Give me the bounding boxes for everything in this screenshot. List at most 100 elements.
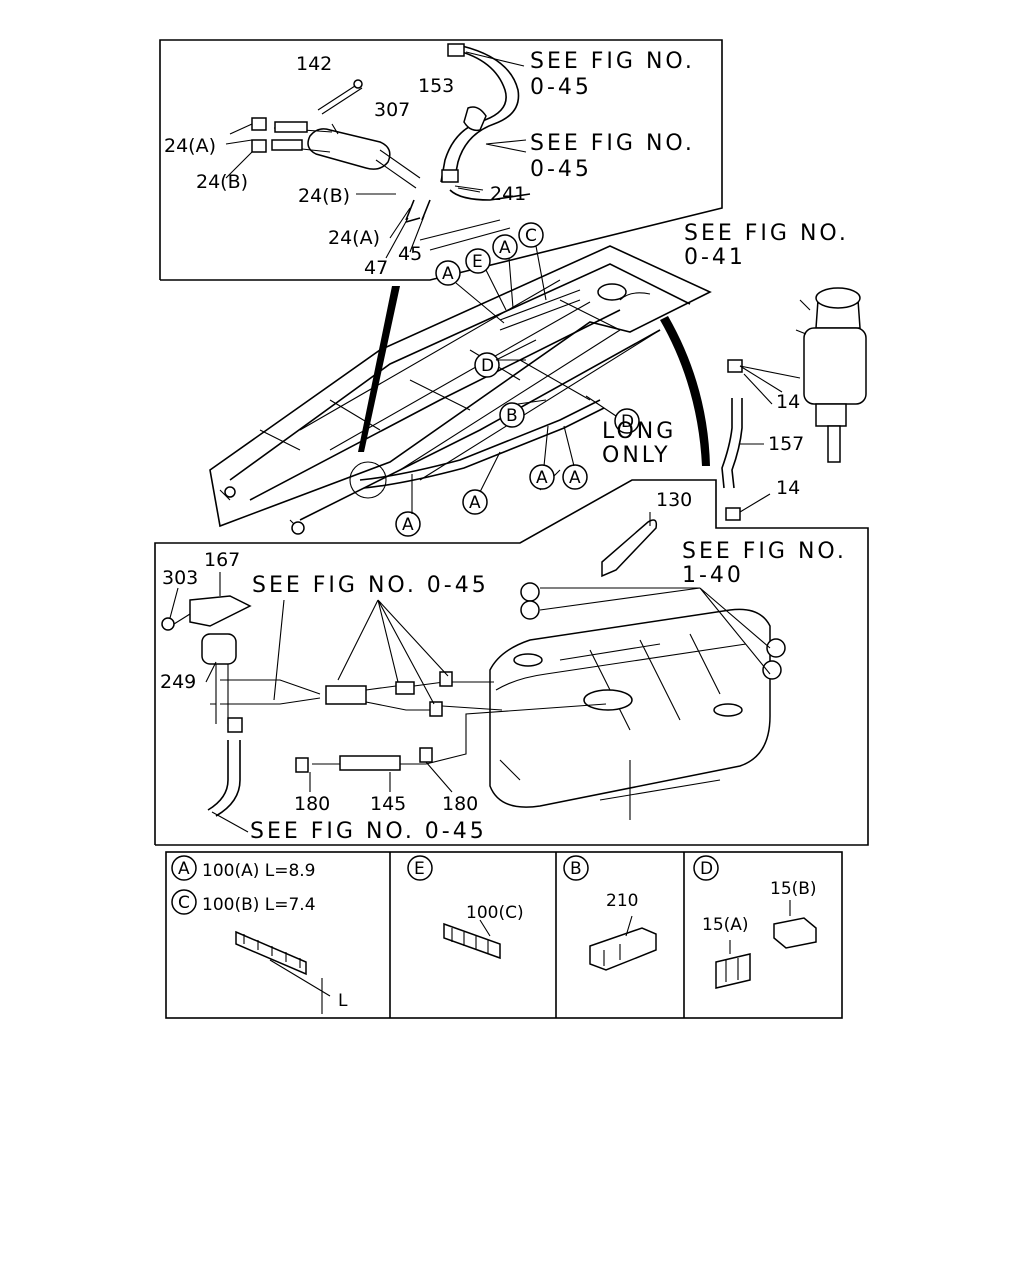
svg-text:1-40: 1-40 <box>682 563 744 588</box>
svg-text:100(C): 100(C) <box>466 903 524 923</box>
svg-text:145: 145 <box>370 793 406 815</box>
svg-text:SEE FIG NO.: SEE FIG NO. <box>530 131 695 156</box>
svg-text:249: 249 <box>160 671 196 693</box>
svg-text:0-45: 0-45 <box>530 75 592 100</box>
pointer-left <box>358 286 400 452</box>
bracket-130 <box>601 519 658 578</box>
svg-text:180: 180 <box>294 793 330 815</box>
svg-text:SEE FIG NO. 0-45: SEE FIG NO. 0-45 <box>250 819 487 844</box>
clip-210 <box>589 927 657 971</box>
svg-text:130: 130 <box>656 489 692 511</box>
pointer-right <box>660 316 710 466</box>
svg-text:47: 47 <box>364 257 388 279</box>
svg-text:210: 210 <box>606 891 638 911</box>
svg-text:24(A): 24(A) <box>328 227 380 249</box>
circle-letter-e: E <box>465 248 491 274</box>
svg-text:14: 14 <box>776 391 800 413</box>
circle-letter-d-1: D <box>474 352 500 378</box>
svg-text:153: 153 <box>418 75 454 97</box>
svg-text:142: 142 <box>296 53 332 75</box>
canister-249 <box>201 633 243 733</box>
svg-text:A: A <box>569 468 581 488</box>
clip-15b <box>773 917 817 949</box>
hose-157 <box>721 359 801 521</box>
fuel-filter-assembly <box>795 287 867 463</box>
svg-text:24(B): 24(B) <box>298 185 350 207</box>
svg-text:A: A <box>178 859 190 879</box>
legend-cell-e: E 100(C) <box>407 855 524 960</box>
svg-text:307: 307 <box>374 99 410 121</box>
chassis-frame <box>209 245 712 535</box>
hose-153 <box>440 43 520 183</box>
svg-text:24(A): 24(A) <box>164 135 216 157</box>
circle-letter-a-5: A <box>462 489 488 515</box>
see-fig-top-1: SEE FIG NO. 0-45 <box>530 49 695 100</box>
svg-text:0-45: 0-45 <box>530 157 592 182</box>
circle-letter-b: B <box>499 402 525 428</box>
circle-letter-a-3: A <box>529 464 555 490</box>
tank-callouts: 303 167 249 180 145 180 <box>160 549 478 815</box>
svg-text:L: L <box>338 991 348 1011</box>
see-fig-top-2: SEE FIG NO. 0-45 <box>530 131 695 182</box>
legend-table: A 100(A) L=8.9 C 100(B) L=7.4 L E 100(C)… <box>165 851 843 1019</box>
svg-text:45: 45 <box>398 243 422 265</box>
svg-text:E: E <box>472 252 483 272</box>
clamp-24a-top <box>229 117 267 135</box>
top-inset-box: SEE FIG NO. 0-45 SEE FIG NO. 0-45 142 30… <box>159 39 723 281</box>
legend-cell-b: B 210 <box>563 855 657 971</box>
svg-text:A: A <box>469 493 481 513</box>
svg-text:B: B <box>506 406 518 426</box>
svg-text:SEE FIG NO. 0-45: SEE FIG NO. 0-45 <box>252 573 489 598</box>
svg-text:LONG: LONG <box>602 419 676 444</box>
svg-text:A: A <box>499 238 511 258</box>
svg-text:SEE FIG NO.: SEE FIG NO. <box>684 221 849 246</box>
svg-text:C: C <box>178 893 190 913</box>
svg-text:157: 157 <box>768 433 804 455</box>
svg-text:241: 241 <box>490 183 526 205</box>
pipes-45-47 <box>405 189 531 251</box>
bracket-167 <box>161 595 252 631</box>
svg-text:303: 303 <box>162 567 198 589</box>
svg-text:A: A <box>442 264 454 284</box>
canister-307 <box>271 121 421 189</box>
tank-inset-box: SEE FIG NO. 0-45 SEE FIG NO. 1-40 SEE FI… <box>154 479 869 846</box>
circle-letter-d-2: D <box>614 408 640 434</box>
grommets <box>520 582 786 680</box>
see-fig-mid-left: SEE FIG NO. 0-45 <box>252 573 489 598</box>
svg-text:180: 180 <box>442 793 478 815</box>
svg-text:14: 14 <box>776 477 800 499</box>
circle-letter-a-6: A <box>395 511 421 537</box>
svg-text:SEE FIG NO.: SEE FIG NO. <box>530 49 695 74</box>
svg-text:15(A): 15(A) <box>702 915 749 935</box>
see-fig-tank-right: SEE FIG NO. 1-40 <box>682 539 847 588</box>
svg-text:C: C <box>525 226 537 246</box>
clip-100 <box>235 930 307 976</box>
svg-text:E: E <box>414 859 425 879</box>
top-callouts: 142 307 153 24(A) 24(B) 24(B) 241 24(A) … <box>164 53 526 279</box>
svg-text:D: D <box>700 859 713 879</box>
svg-text:0-41: 0-41 <box>684 245 746 270</box>
svg-text:167: 167 <box>204 549 240 571</box>
svg-text:24(B): 24(B) <box>196 171 248 193</box>
fuel-tank <box>489 608 771 820</box>
pipe-joint-assembly <box>220 671 503 717</box>
svg-text:15(B): 15(B) <box>770 879 817 899</box>
legend-cell-d: D 15(B) 15(A) <box>693 855 817 989</box>
svg-text:A: A <box>536 468 548 488</box>
svg-text:A: A <box>402 515 414 535</box>
circle-letter-c: C <box>518 222 544 248</box>
svg-text:100(B) L=7.4: 100(B) L=7.4 <box>202 895 316 915</box>
circle-letter-a-4: A <box>562 464 588 490</box>
hose-bottom <box>207 740 241 817</box>
svg-text:SEE FIG NO.: SEE FIG NO. <box>682 539 847 564</box>
svg-text:B: B <box>570 859 582 879</box>
svg-text:D: D <box>481 356 494 376</box>
frame-circle-letters: A E A C D D B A A A A <box>395 222 640 537</box>
legend-cell-a-c: A 100(A) L=8.9 C 100(B) L=7.4 L <box>171 855 348 1014</box>
clamp-24b-top <box>251 139 267 153</box>
svg-text:100(A) L=8.9: 100(A) L=8.9 <box>202 861 316 881</box>
see-fig-bottom: SEE FIG NO. 0-45 <box>250 819 487 844</box>
right-callouts: 14 157 14 130 <box>656 373 804 513</box>
fuel-filter-145 <box>295 703 607 773</box>
